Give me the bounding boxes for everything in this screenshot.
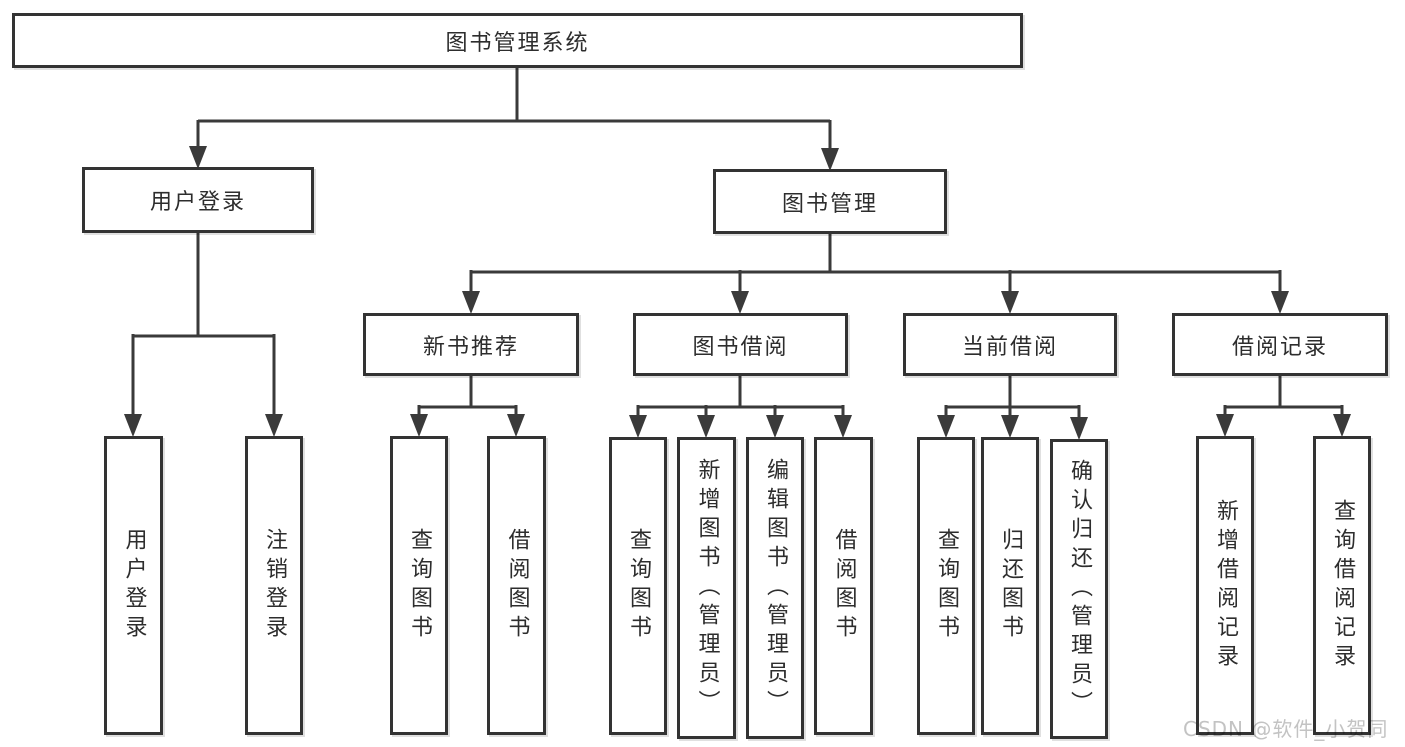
leaf-query-borrow-record: 查询借阅记录	[1313, 436, 1371, 735]
leaf-confirm-return-admin: 确认归还（管理员）	[1050, 439, 1108, 739]
node-borrowing-records: 借阅记录	[1172, 313, 1388, 376]
leaf-add-books-admin: 新增图书（管理员）	[677, 437, 736, 739]
node-book-management: 图书管理	[713, 169, 947, 234]
leaf-recommend-query-books: 查询图书	[390, 436, 448, 735]
node-book-borrowing: 图书借阅	[633, 313, 848, 376]
node-new-book-recommendation: 新书推荐	[363, 313, 579, 376]
leaf-recommend-borrow-books: 借阅图书	[487, 436, 546, 735]
leaf-current-query-books: 查询图书	[917, 437, 975, 735]
leaf-add-borrow-record: 新增借阅记录	[1196, 436, 1254, 735]
leaf-borrow-query-books: 查询图书	[609, 437, 667, 735]
leaf-user-login: 用户登录	[104, 436, 163, 735]
node-current-borrowing: 当前借阅	[903, 313, 1117, 376]
leaf-return-books: 归还图书	[981, 437, 1039, 735]
leaf-logout: 注销登录	[245, 436, 303, 735]
node-library-management-system: 图书管理系统	[12, 13, 1023, 68]
leaf-edit-books-admin: 编辑图书（管理员）	[746, 437, 804, 739]
leaf-borrow-books: 借阅图书	[814, 437, 873, 735]
node-user-login: 用户登录	[82, 167, 314, 233]
